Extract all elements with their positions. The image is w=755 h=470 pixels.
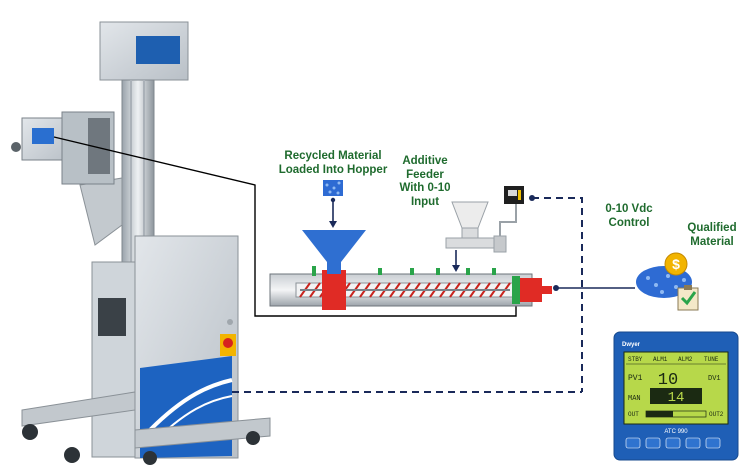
controller-brand: Dwyer: [622, 342, 641, 348]
sv-box: [650, 388, 702, 404]
hopper-funnel: [302, 230, 366, 262]
additive-feeder-label: Additive Feeder With 0-10 Input: [399, 155, 451, 208]
sv-value: 14: [668, 390, 685, 406]
machine-column: [121, 79, 155, 266]
extruder-die: [520, 278, 542, 302]
extruder-die-green: [512, 276, 520, 304]
control-signal-label: 0-10 Vdc Control: [605, 203, 653, 229]
controller-buttons: [625, 437, 721, 449]
out2-label: OUT2: [709, 411, 724, 418]
man-label: MAN: [628, 395, 641, 403]
machine-base: [21, 391, 271, 465]
output-dot: [553, 285, 559, 291]
additive-feeder: [445, 186, 524, 272]
checklist-icon: [677, 285, 699, 311]
row-header: TUNE: [704, 356, 719, 363]
controller-model: ATC 990: [664, 429, 688, 435]
controller-button[interactable]: [625, 437, 641, 449]
row-header: ALM1: [653, 356, 668, 363]
machine-arm: [79, 177, 123, 246]
controller-button[interactable]: [705, 437, 721, 449]
money-symbol: $: [672, 256, 680, 272]
heater-band: [322, 270, 346, 310]
signal-dot-feeder: [529, 195, 535, 201]
extruder: [269, 266, 552, 310]
sensor-to-extruder-line: [53, 136, 517, 317]
control-cabinet: [91, 235, 239, 459]
pv-value: 10: [658, 371, 678, 390]
pv-label: PV1: [628, 374, 643, 383]
row-header: ALM2: [678, 356, 693, 363]
machine-display-screen: [136, 36, 180, 64]
controller-button[interactable]: [685, 437, 701, 449]
heater-band: [312, 266, 316, 276]
barrel-fittings: [378, 268, 496, 275]
extrusion-machine: [11, 21, 271, 465]
controller-button[interactable]: [665, 437, 681, 449]
controller-button[interactable]: [645, 437, 661, 449]
row-header: STBY: [628, 356, 643, 363]
hopper-neck: [327, 262, 341, 274]
sensor-head: [11, 111, 115, 185]
money-icon: $: [664, 252, 688, 276]
recycled-material-label: Recycled Material Loaded Into Hopper: [278, 150, 388, 176]
out-label: OUT: [628, 411, 639, 418]
hopper: [302, 180, 366, 274]
process-controller: Dwyer STBY ALM1 ALM2 TUNE PV1 10 DV1 MAN…: [613, 331, 739, 461]
control-signal-dashed-line: [532, 197, 583, 392]
dv-label: DV1: [708, 375, 721, 383]
output-bar-fill: [646, 411, 673, 417]
qualified-material-label: Qualified Material: [687, 222, 737, 248]
